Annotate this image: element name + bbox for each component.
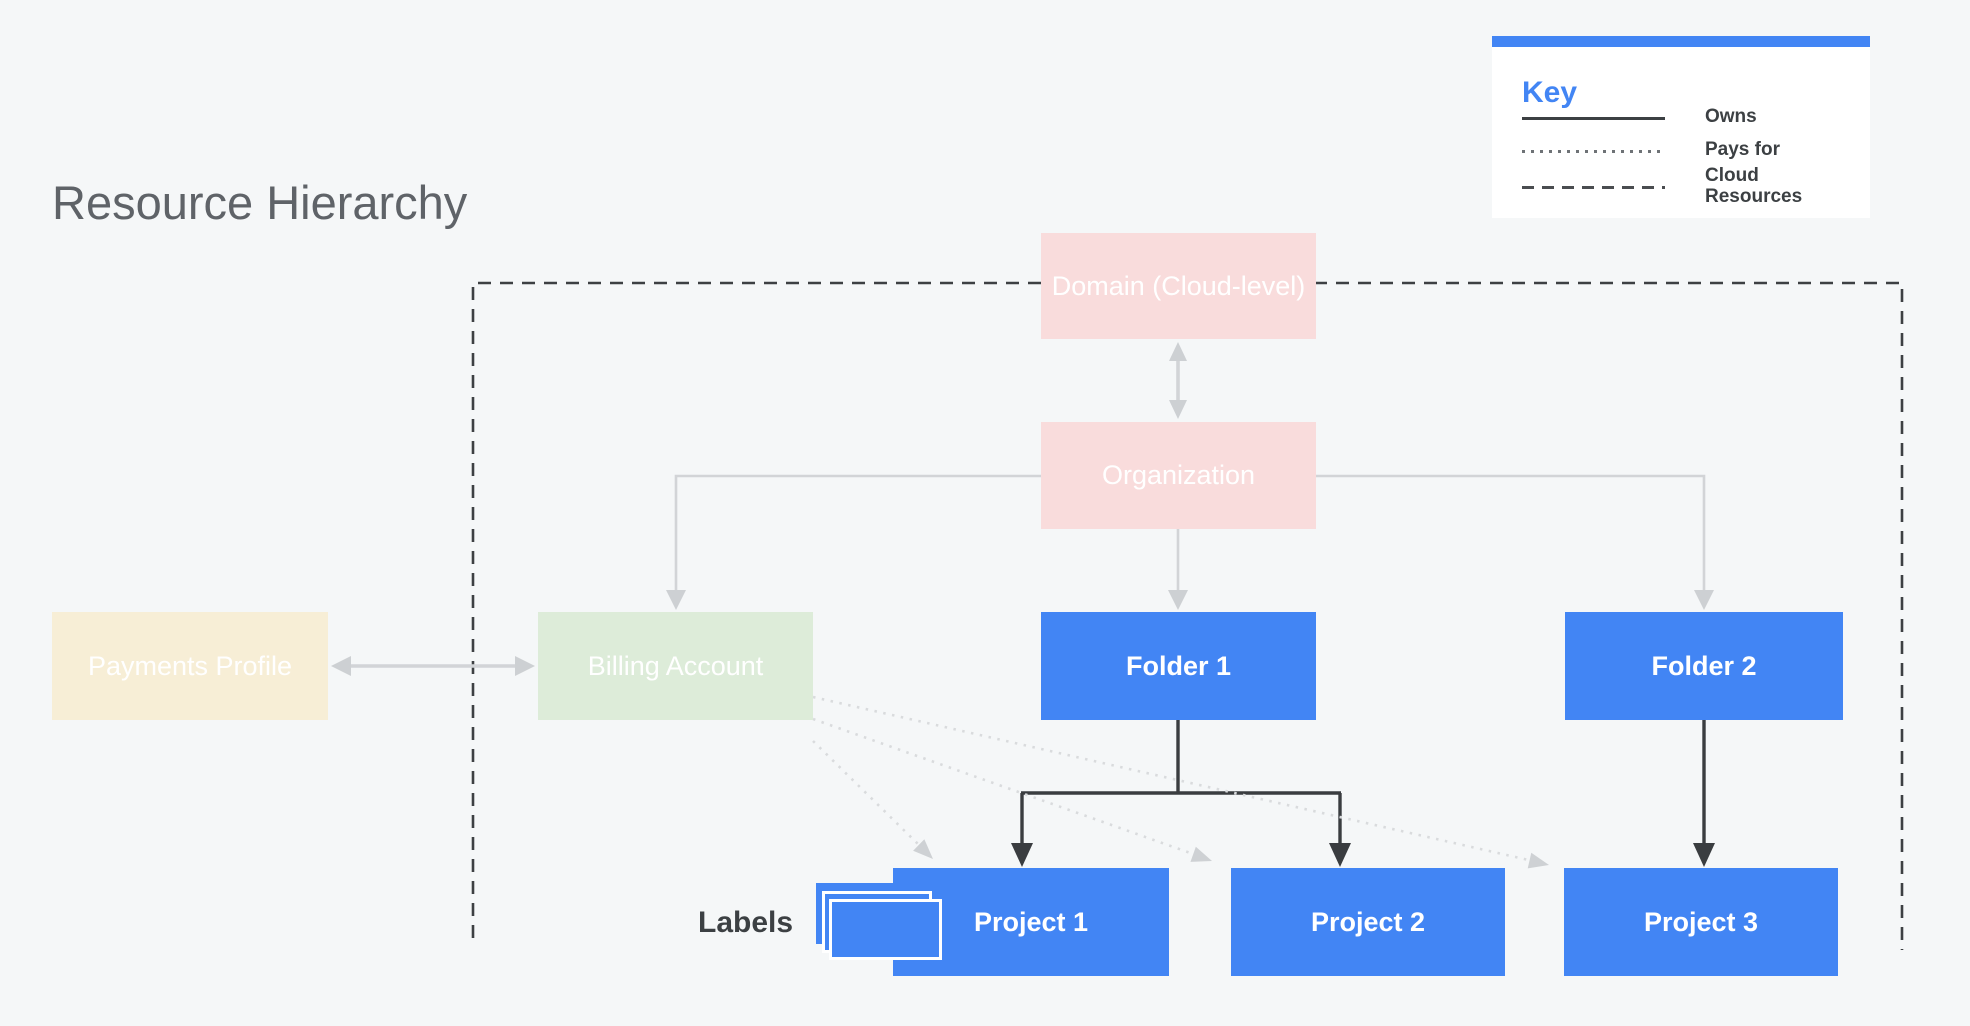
node-organization: Organization — [1041, 422, 1316, 529]
legend-accent-bar — [1492, 36, 1870, 47]
edge-owns-domain-organization — [1169, 342, 1187, 419]
labels-stack-icon — [816, 883, 946, 963]
legend-label-cloud-resources: Cloud Resources — [1705, 165, 1803, 207]
legend-dotted-line-sample — [1522, 150, 1665, 153]
legend: Key Owns Pays for Cloud Resources — [1492, 36, 1870, 218]
node-project-2: Project 2 — [1231, 868, 1505, 976]
edge-paysfor-billing-project3 — [812, 695, 1549, 869]
node-folder-1-label: Folder 1 — [1125, 650, 1232, 681]
node-domain: Domain (Cloud-level) — [1041, 233, 1316, 339]
edge-owns-folder1-projects — [1011, 720, 1351, 867]
edge-owns-organization-folder2 — [1316, 474, 1714, 610]
legend-dashed-line-sample — [1522, 186, 1665, 189]
node-folder-2: Folder 2 — [1565, 612, 1843, 720]
legend-label-pays-for: Pays for — [1705, 139, 1780, 160]
legend-solid-line-sample — [1522, 117, 1665, 120]
labels-card-front — [829, 899, 942, 960]
legend-title: Key — [1522, 76, 1578, 109]
edge-paysfor-billing-project1 — [812, 740, 933, 859]
edge-owns-payments-billing — [331, 656, 535, 676]
node-project-3: Project 3 — [1564, 868, 1838, 976]
node-project-3-label: Project 3 — [1643, 906, 1759, 937]
labels-tag: Labels — [698, 906, 794, 939]
page-title: Resource Hierarchy — [52, 176, 468, 229]
node-billing-account: Billing Account — [538, 612, 813, 720]
legend-label-owns: Owns — [1705, 106, 1757, 127]
node-domain-label: Domain (Cloud-level) — [1051, 270, 1306, 301]
node-payments-profile-label: Payments Profile — [87, 650, 293, 681]
node-project-2-label: Project 2 — [1310, 906, 1426, 937]
edge-owns-folder2-project3 — [1693, 720, 1715, 867]
node-organization-label: Organization — [1101, 460, 1256, 490]
node-billing-account-label: Billing Account — [587, 650, 764, 681]
node-payments-profile: Payments Profile — [52, 612, 328, 720]
edge-owns-organization-billing — [666, 474, 1041, 610]
edge-owns-organization-folder1 — [1168, 529, 1188, 610]
node-project-1-label: Project 1 — [973, 906, 1089, 937]
node-folder-2-label: Folder 2 — [1651, 650, 1757, 681]
edge-paysfor-billing-project2 — [812, 717, 1212, 862]
node-folder-1: Folder 1 — [1041, 612, 1316, 720]
